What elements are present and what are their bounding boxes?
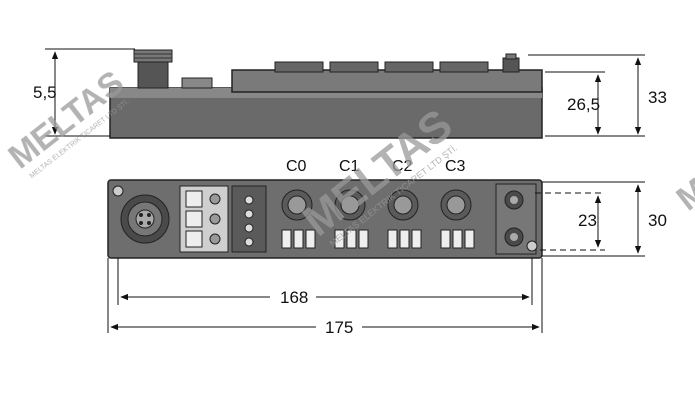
channel-label-c0: C0 [286, 158, 307, 175]
side-dimensions [45, 48, 645, 137]
channel-label-c2: C2 [392, 158, 413, 175]
side-view [109, 49, 543, 139]
channel-connector-c1 [334, 189, 369, 249]
status-leds [231, 185, 267, 253]
address-switch-block [179, 185, 229, 253]
side-connector-deck [231, 69, 543, 93]
top-m12-connector [120, 194, 170, 244]
channel-label-c3: C3 [445, 158, 466, 175]
side-m12-connector [133, 49, 173, 89]
dim-hole-spacing: 168 [280, 288, 308, 307]
channel-connector-c3 [440, 189, 475, 249]
dim-front-width: 30 [648, 211, 667, 230]
dim-total-length: 175 [325, 318, 353, 337]
mount-hole-right [526, 240, 538, 252]
dim-side-left-height: 5,5 [33, 83, 57, 102]
dim-mount-spacing: 23 [578, 211, 597, 230]
mount-hole-left [112, 185, 124, 197]
dim-side-total-height: 33 [648, 88, 667, 107]
channel-connector-c0 [281, 189, 316, 249]
channel-label-c1: C1 [339, 158, 360, 175]
top-view [107, 179, 543, 259]
dim-side-body-height: 26,5 [567, 95, 600, 114]
top-dimensions [107, 181, 645, 333]
side-small-connector [502, 53, 520, 73]
watermark-brand-right: MELTAS [670, 105, 695, 218]
channel-connector-c2 [387, 189, 422, 249]
side-channel-connectors [274, 61, 489, 73]
